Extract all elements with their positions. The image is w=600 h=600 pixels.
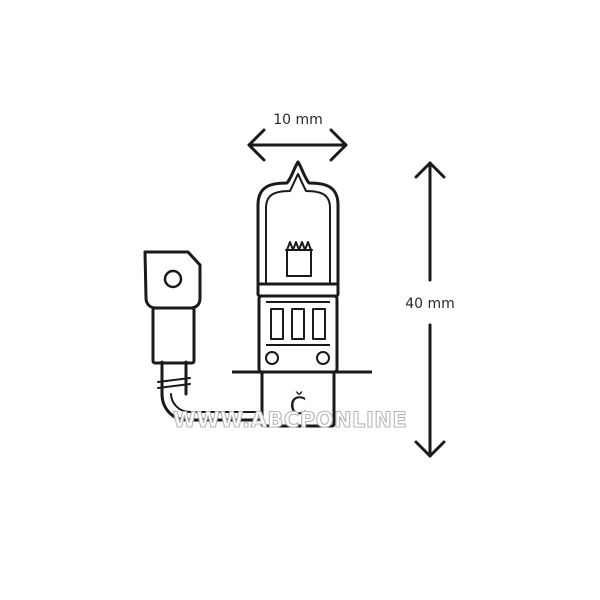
height-label: 40 mm [405,296,455,312]
height-dimension-arrow [414,161,446,458]
width-label: 10 mm [273,112,323,128]
bulb-glass [256,160,340,286]
watermark: WWW.ABCPONLINE [173,408,407,432]
filament-coil [285,241,313,277]
width-dimension-arrow [247,128,348,162]
bulb-base [232,282,372,428]
connector-terminal [143,250,264,422]
base-mark: Č [290,390,307,420]
